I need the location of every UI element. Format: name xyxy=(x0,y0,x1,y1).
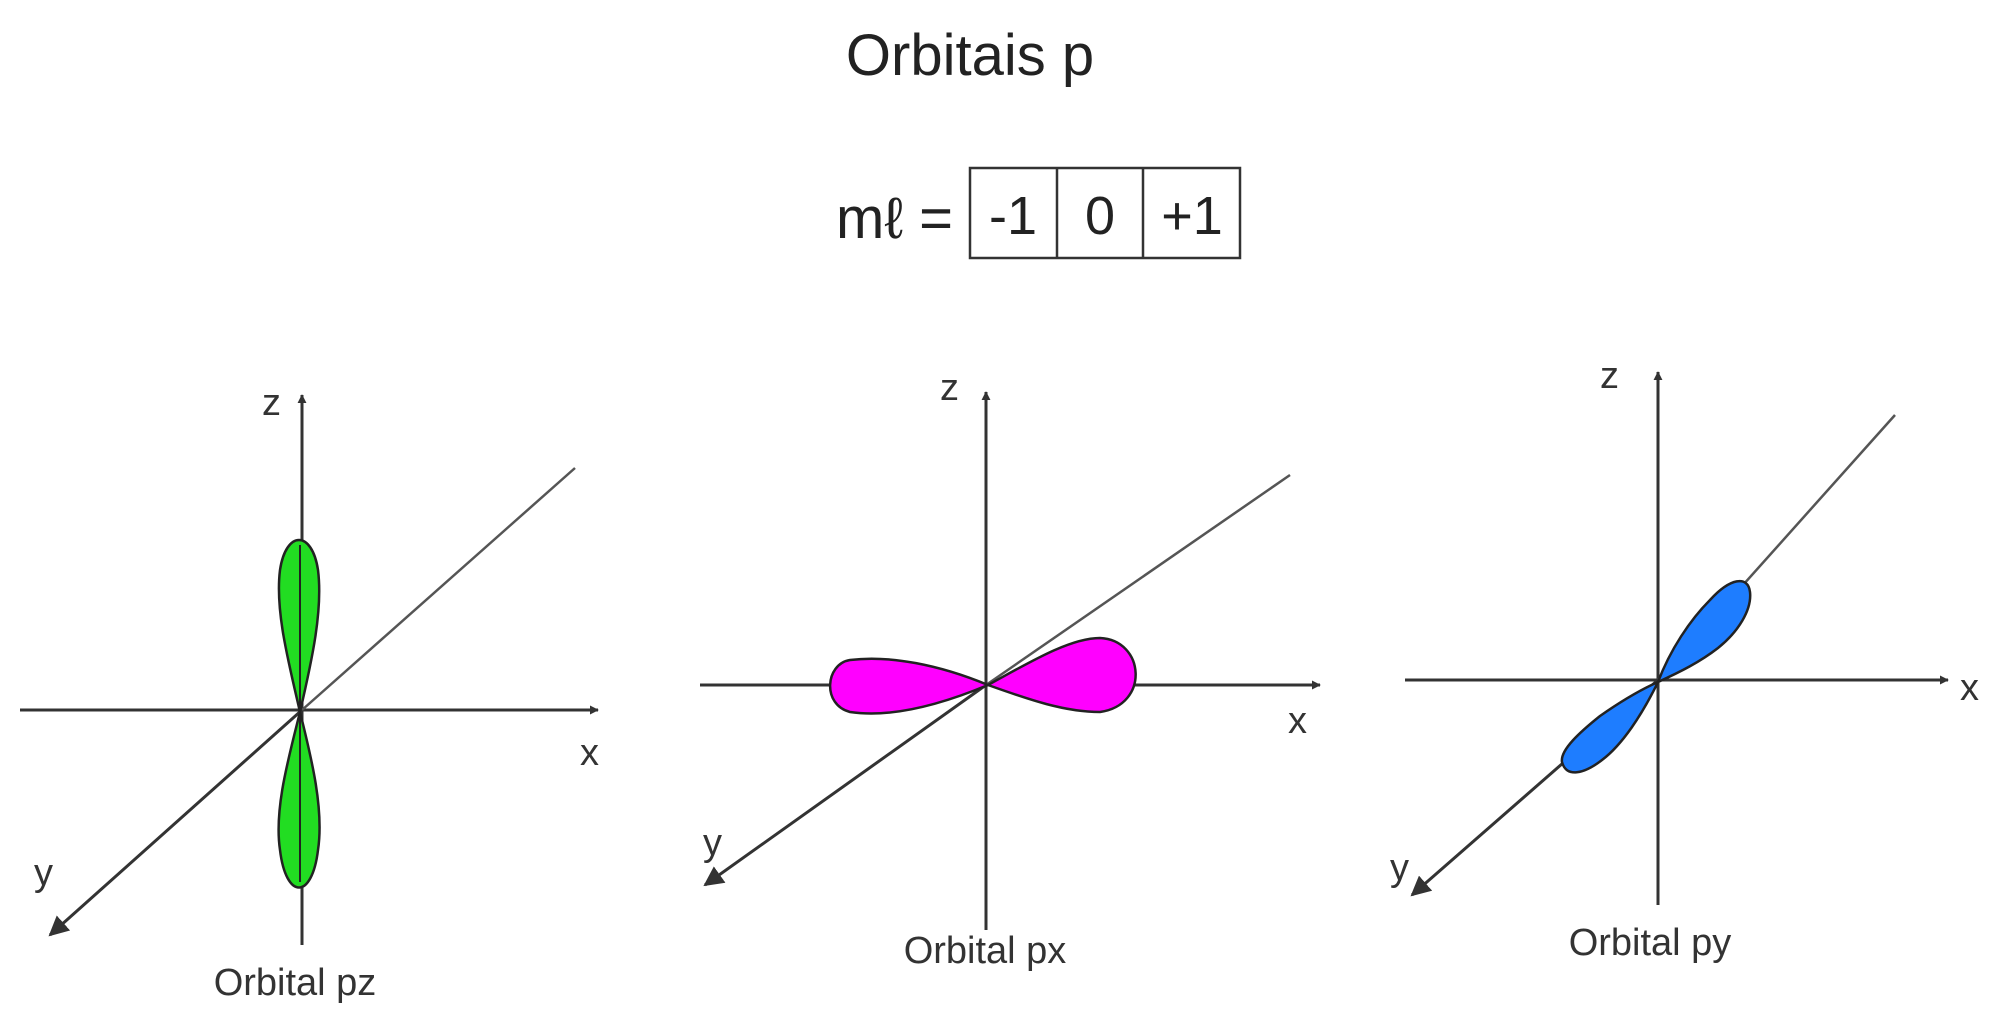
px-left-lobe xyxy=(828,657,992,715)
pz-y-axis xyxy=(48,708,303,937)
ml-values-box: -1 0 +1 xyxy=(968,166,1242,260)
ml-value-plus-1: +1 xyxy=(1161,186,1223,246)
ml-value-minus-1: -1 xyxy=(989,186,1037,246)
px-z-label: z xyxy=(940,367,959,409)
pz-y-label: y xyxy=(34,852,53,894)
ml-value-0: 0 xyxy=(1085,186,1115,246)
pz-z-label: z xyxy=(262,382,281,424)
orbital-py-panel: z x y Orbital py xyxy=(1390,355,1979,964)
px-y-label: y xyxy=(703,822,722,864)
orbital-pz-panel: z x y Orbital pz xyxy=(20,382,599,1004)
py-caption: Orbital py xyxy=(1569,922,1732,964)
px-caption: Orbital px xyxy=(904,930,1067,972)
pz-diagonal-axis xyxy=(301,467,576,711)
py-upper-lobe xyxy=(1655,579,1752,685)
diagram-title: Orbitais p xyxy=(846,23,1094,88)
ml-label: mℓ = xyxy=(836,186,953,251)
py-y-label: y xyxy=(1390,847,1409,889)
px-x-label: x xyxy=(1288,700,1307,742)
pz-caption: Orbital pz xyxy=(214,962,377,1004)
orbital-px-panel: z x y Orbital px xyxy=(700,367,1321,972)
py-z-label: z xyxy=(1600,355,1619,397)
pz-x-label: x xyxy=(580,732,599,774)
px-y-axis xyxy=(703,683,987,887)
px-diagonal-axis xyxy=(985,473,1291,687)
px-right-lobe xyxy=(984,636,1137,714)
py-lower-lobe xyxy=(1560,679,1661,774)
py-x-label: x xyxy=(1960,667,1979,709)
